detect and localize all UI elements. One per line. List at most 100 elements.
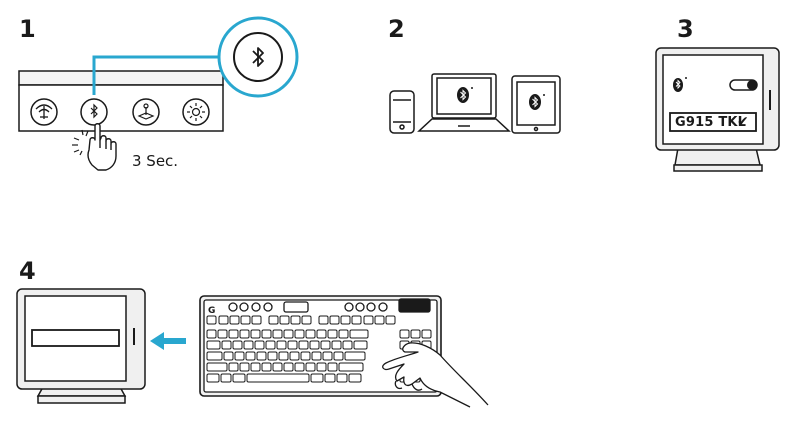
keyboard-key bbox=[342, 340, 353, 350]
keyboard-key bbox=[206, 340, 221, 350]
joystick-icon bbox=[137, 103, 155, 120]
keyboard-key bbox=[410, 329, 421, 339]
keyboard-key bbox=[316, 362, 327, 372]
keyboard-key bbox=[324, 373, 336, 383]
keyboard-key bbox=[385, 315, 396, 325]
keyboard-key bbox=[283, 329, 294, 339]
keyboard-key bbox=[265, 340, 276, 350]
keyboard-key bbox=[305, 362, 316, 372]
keyboard-key bbox=[250, 362, 261, 372]
bluetooth-button bbox=[80, 98, 108, 126]
keyboard-key bbox=[261, 329, 272, 339]
keyboard-key bbox=[206, 373, 220, 383]
keyboard-key bbox=[245, 351, 256, 361]
keyboard-key bbox=[351, 315, 362, 325]
keyboard-key bbox=[289, 351, 300, 361]
keyboard-key bbox=[294, 329, 305, 339]
keyboard-key bbox=[239, 362, 250, 372]
keyboard-key bbox=[287, 340, 298, 350]
text-input-box bbox=[31, 329, 120, 347]
keyboard-key bbox=[322, 351, 333, 361]
keyboard-key bbox=[221, 340, 232, 350]
typing-hand-icon bbox=[382, 342, 489, 408]
keyboard-key bbox=[250, 329, 261, 339]
phone-icon bbox=[389, 90, 415, 134]
brightness-button bbox=[182, 98, 210, 126]
keyboard-key bbox=[309, 340, 320, 350]
keyboard-key bbox=[276, 340, 287, 350]
keyboard-key bbox=[363, 315, 374, 325]
keyboard-key bbox=[206, 362, 228, 372]
keyboard-key bbox=[217, 329, 228, 339]
settings-bluetooth-icon bbox=[673, 77, 687, 92]
keyboard-key bbox=[278, 351, 289, 361]
keyboard-key bbox=[240, 315, 251, 325]
keyboard-key bbox=[336, 373, 348, 383]
step-number-2: 2 bbox=[388, 15, 405, 43]
keyboard-key bbox=[223, 351, 234, 361]
bluetooth-zoom-callout bbox=[217, 16, 299, 98]
step-number-3: 3 bbox=[677, 15, 694, 43]
keyboard-key bbox=[251, 315, 262, 325]
tablet-stand bbox=[673, 147, 763, 172]
keyboard-key bbox=[243, 340, 254, 350]
keyboard-key bbox=[218, 315, 229, 325]
device-list-item bbox=[669, 112, 757, 132]
step-number-4: 4 bbox=[19, 257, 36, 285]
keyboard-key bbox=[327, 362, 338, 372]
tablet-bluetooth-icon bbox=[529, 94, 545, 110]
keyboard-key bbox=[228, 362, 239, 372]
left-arrow-icon bbox=[150, 332, 186, 350]
keyboard-key bbox=[329, 315, 340, 325]
keyboard-key bbox=[279, 315, 290, 325]
keyboard-key bbox=[374, 315, 385, 325]
keyboard-key bbox=[421, 329, 432, 339]
keyboard-key bbox=[338, 329, 349, 339]
logitech-g-logo: G bbox=[208, 306, 215, 316]
keyboard-key bbox=[333, 351, 344, 361]
keyboard-key bbox=[256, 351, 267, 361]
game-mode-joystick-button bbox=[132, 98, 160, 126]
keyboard-key bbox=[301, 315, 312, 325]
keyboard-key bbox=[340, 315, 351, 325]
keyboard-key bbox=[239, 329, 250, 339]
keyboard-key bbox=[320, 340, 331, 350]
brightness-icon bbox=[187, 103, 205, 121]
laptop-bluetooth-icon bbox=[457, 87, 473, 103]
step-number-1: 1 bbox=[19, 15, 36, 43]
keyboard-key bbox=[318, 315, 329, 325]
keyboard-key bbox=[261, 362, 272, 372]
keyboard-key bbox=[232, 373, 246, 383]
keyboard-key bbox=[283, 362, 294, 372]
callout-line bbox=[92, 55, 221, 95]
pressing-hand-icon bbox=[87, 123, 117, 171]
keyboard-key bbox=[290, 315, 301, 325]
keyboard-key bbox=[206, 351, 223, 361]
keyboard-key bbox=[294, 362, 305, 372]
keyboard-key bbox=[327, 329, 338, 339]
keyboard-key bbox=[399, 329, 410, 339]
bluetooth-icon bbox=[90, 103, 98, 119]
step4-tablet-frame bbox=[16, 288, 146, 390]
keyboard-key bbox=[331, 340, 342, 350]
keyboard-key bbox=[254, 340, 265, 350]
keyboard-key bbox=[272, 362, 283, 372]
press-duration-label: 3 Sec. bbox=[132, 152, 179, 170]
keyboard-key bbox=[311, 351, 322, 361]
keyboard-key bbox=[316, 329, 327, 339]
keyboard-key bbox=[298, 340, 309, 350]
keyboard-key bbox=[246, 373, 310, 383]
game-mode-button bbox=[30, 98, 58, 126]
keyboard-keys bbox=[206, 315, 432, 383]
device-name: G915 TKL bbox=[675, 115, 747, 130]
bluetooth-toggle bbox=[729, 79, 758, 91]
keyboard-key bbox=[272, 329, 283, 339]
bluetooth-icon bbox=[252, 47, 264, 67]
keyboard-key bbox=[300, 351, 311, 361]
keyboard-key bbox=[348, 373, 362, 383]
keyboard-key bbox=[232, 340, 243, 350]
